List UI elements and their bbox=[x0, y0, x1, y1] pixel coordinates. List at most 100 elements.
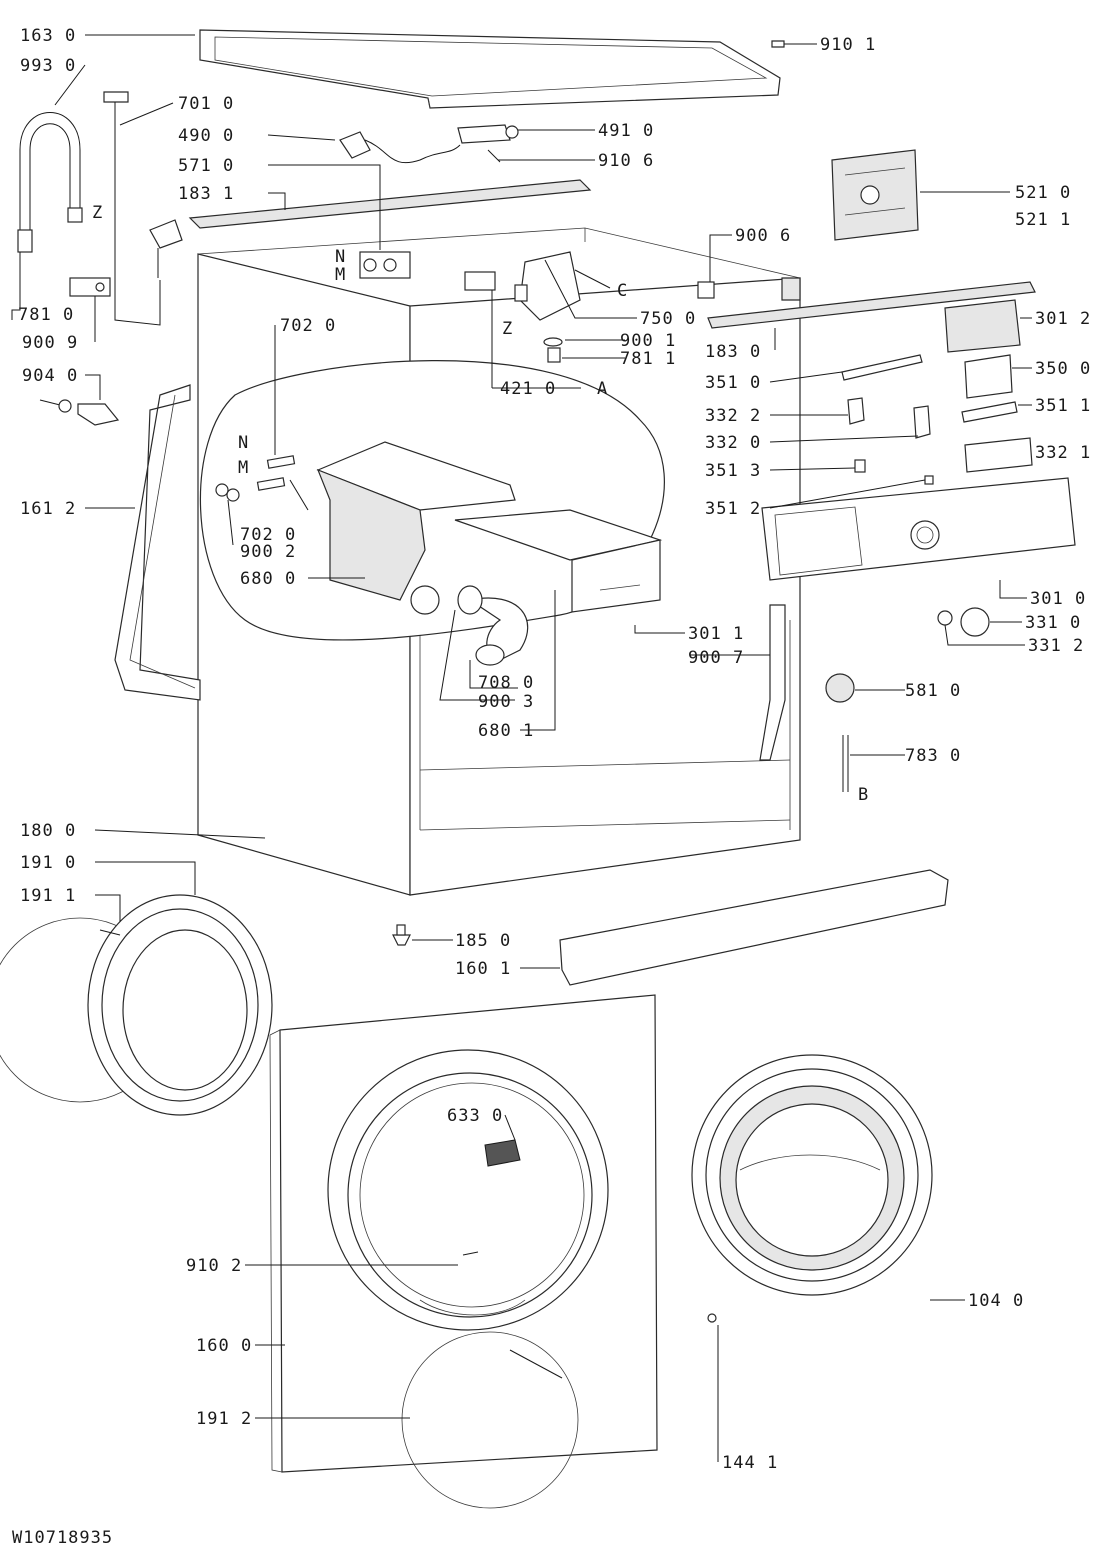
callout-183-1: 183 1 bbox=[178, 184, 234, 204]
part-side-bracket bbox=[759, 604, 786, 761]
part-top-rail bbox=[188, 179, 592, 229]
part-top-cover bbox=[199, 29, 781, 109]
callout-180-0: 180 0 bbox=[20, 821, 76, 841]
part-display-board bbox=[964, 354, 1013, 399]
callout-571-0: 571 0 bbox=[178, 156, 234, 176]
callout-781-0: 781 0 bbox=[18, 305, 74, 325]
callout-900-3: 900 3 bbox=[478, 692, 534, 712]
part-main-module bbox=[944, 299, 1021, 353]
part-bellows-hose bbox=[457, 585, 529, 666]
tag-N-fitting: N bbox=[238, 433, 249, 453]
tag-C: C bbox=[617, 281, 628, 301]
part-door bbox=[691, 1054, 933, 1296]
part-control-rail bbox=[707, 281, 1036, 329]
part-foot bbox=[392, 924, 411, 946]
callout-144-1: 144 1 bbox=[722, 1453, 778, 1473]
part-service-cover bbox=[401, 1331, 579, 1509]
callout-781-1: 781 1 bbox=[620, 349, 676, 369]
leader-lines bbox=[11, 34, 1032, 1462]
callout-490-0: 490 0 bbox=[178, 126, 234, 146]
part-key-332 bbox=[847, 397, 931, 439]
part-pressure-chamber bbox=[514, 251, 581, 363]
callout-104-0: 104 0 bbox=[968, 1291, 1024, 1311]
part-screw-910-2 bbox=[462, 1251, 479, 1256]
callout-161-2: 161 2 bbox=[20, 499, 76, 519]
callout-163-0: 163 0 bbox=[20, 26, 76, 46]
part-filter-421 bbox=[464, 271, 496, 388]
part-kickplate bbox=[559, 869, 949, 986]
part-power-cord bbox=[339, 131, 461, 164]
callout-350-0: 350 0 bbox=[1035, 359, 1091, 379]
callout-351-3: 351 3 bbox=[705, 461, 761, 481]
tag-A: A bbox=[597, 379, 608, 399]
part-key-strip bbox=[961, 401, 1018, 423]
part-door-gasket bbox=[0, 894, 273, 1116]
callout-301-1: 301 1 bbox=[688, 624, 744, 644]
part-front-panel bbox=[269, 994, 658, 1473]
letter-tags: N M N M Z Z C A B bbox=[92, 203, 869, 805]
part-button-strip bbox=[841, 354, 923, 381]
callout-351-0: 351 0 bbox=[705, 373, 761, 393]
tag-B: B bbox=[858, 785, 869, 805]
callout-900-2: 900 2 bbox=[240, 542, 296, 562]
part-dispenser-drawer bbox=[454, 509, 663, 613]
callout-521-0: 521 0 bbox=[1015, 183, 1071, 203]
callout-910-6: 910 6 bbox=[598, 151, 654, 171]
callout-191-1: 191 1 bbox=[20, 886, 76, 906]
part-tube bbox=[842, 735, 849, 792]
callout-904-0: 904 0 bbox=[22, 366, 78, 386]
callout-900-6: 900 6 bbox=[735, 226, 791, 246]
part-clip-900-6 bbox=[697, 281, 715, 299]
part-electronic-board bbox=[831, 149, 919, 241]
part-small-fittings bbox=[215, 455, 296, 502]
callout-708-0: 708 0 bbox=[478, 673, 534, 693]
drawing-number: W10718935 bbox=[12, 1528, 113, 1548]
callout-491-0: 491 0 bbox=[598, 121, 654, 141]
callout-680-0: 680 0 bbox=[240, 569, 296, 589]
callout-702-0-bottom: 702 0 bbox=[240, 525, 296, 545]
callout-993-0: 993 0 bbox=[20, 56, 76, 76]
callout-910-1: 910 1 bbox=[820, 35, 876, 55]
tag-Z-hose: Z bbox=[92, 203, 103, 223]
callout-750-0: 750 0 bbox=[640, 309, 696, 329]
part-door-seal-161 bbox=[114, 384, 201, 701]
part-clamp-900-9 bbox=[69, 277, 111, 297]
callout-183-0: 183 0 bbox=[705, 342, 761, 362]
callout-701-0: 701 0 bbox=[178, 94, 234, 114]
callout-160-1: 160 1 bbox=[455, 959, 511, 979]
part-pump-filter bbox=[39, 399, 120, 426]
tag-N-valve: N bbox=[335, 247, 346, 267]
callout-331-0: 331 0 bbox=[1025, 613, 1081, 633]
tag-M-valve: M bbox=[335, 265, 346, 285]
tag-M-fitting: M bbox=[238, 458, 249, 478]
tag-Z-chamber: Z bbox=[502, 319, 513, 339]
callout-783-0: 783 0 bbox=[905, 746, 961, 766]
part-screw-144-1 bbox=[707, 1313, 717, 1323]
callout-351-2: 351 2 bbox=[705, 499, 761, 519]
part-control-panel bbox=[761, 477, 1076, 581]
callout-301-2: 301 2 bbox=[1035, 309, 1091, 329]
callout-301-0: 301 0 bbox=[1030, 589, 1086, 609]
callout-160-0: 160 0 bbox=[196, 1336, 252, 1356]
callout-332-2: 332 2 bbox=[705, 406, 761, 426]
callout-900-1: 900 1 bbox=[620, 331, 676, 351]
callout-633-0: 633 0 bbox=[447, 1106, 503, 1126]
part-push-buttons bbox=[964, 437, 1033, 473]
part-knob bbox=[937, 607, 990, 637]
callout-521-1: 521 1 bbox=[1015, 210, 1071, 230]
callout-labels: 163 0 993 0 701 0 490 0 571 0 183 1 781 … bbox=[18, 26, 1091, 1473]
callout-332-1: 332 1 bbox=[1035, 443, 1091, 463]
callout-900-9: 900 9 bbox=[22, 333, 78, 353]
part-filter bbox=[457, 124, 519, 144]
part-door-lock bbox=[484, 1139, 521, 1167]
part-inlet-hose bbox=[17, 112, 83, 253]
callout-702-0-top: 702 0 bbox=[280, 316, 336, 336]
callout-191-2: 191 2 bbox=[196, 1409, 252, 1429]
part-cabinet bbox=[197, 227, 801, 896]
part-detergent-housing bbox=[316, 441, 516, 615]
callout-185-0: 185 0 bbox=[455, 931, 511, 951]
callout-332-0: 332 0 bbox=[705, 433, 761, 453]
part-hose-connector bbox=[149, 219, 183, 278]
callout-331-2: 331 2 bbox=[1028, 636, 1084, 656]
